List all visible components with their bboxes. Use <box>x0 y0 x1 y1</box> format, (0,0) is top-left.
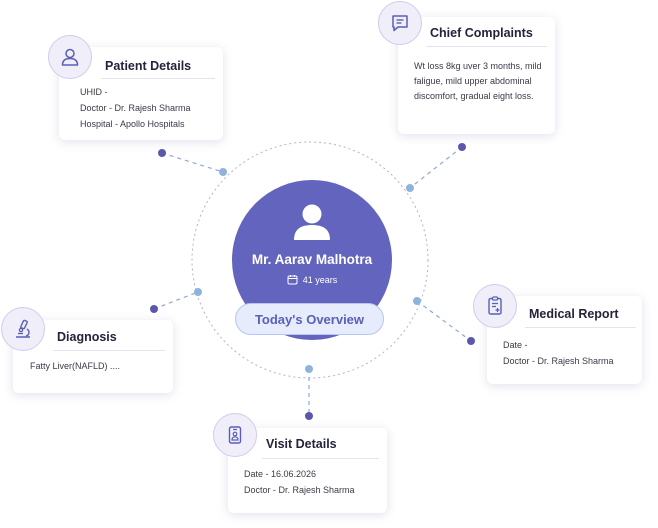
user-icon <box>61 48 79 66</box>
patient-details-icon-circle <box>48 35 92 79</box>
complaints-text: Wt loss 8kg uver 3 months, mild faligue,… <box>414 61 542 101</box>
card-title: Chief Complaints <box>430 26 533 40</box>
connector-dot-outer <box>150 305 158 313</box>
visit-date-line: Date - 16.06.2026 <box>244 469 317 479</box>
connector-report <box>416 300 472 342</box>
visit-details-card[interactable]: Visit Details Date - 16.06.2026 Doctor -… <box>228 428 387 513</box>
connector-dot-outer <box>158 149 166 157</box>
age-text: 41 years <box>302 274 338 285</box>
connector-dot-inner <box>305 365 313 373</box>
report-icon <box>488 296 502 315</box>
card-title: Visit Details <box>266 437 337 451</box>
calendar-icon <box>287 275 298 285</box>
card-divider <box>101 78 215 79</box>
connector-dot-inner <box>413 297 421 305</box>
card-title: Patient Details <box>105 59 192 73</box>
card-title: Medical Report <box>529 307 619 321</box>
medical-report-icon-circle <box>473 284 517 328</box>
connector-patient <box>161 152 224 173</box>
connector-dot-inner <box>406 184 414 192</box>
uhid-line: UHID - <box>80 87 108 97</box>
report-date-line: Date - <box>503 340 528 350</box>
card-body: Date - Doctor - Dr. Rajesh Sharma <box>503 337 614 369</box>
connector-diagnosis <box>153 291 199 310</box>
card-divider <box>426 46 547 47</box>
report-doctor-line: Doctor - Dr. Rajesh Sharma <box>503 356 614 366</box>
visit-doctor-line: Doctor - Dr. Rajesh Sharma <box>244 485 355 495</box>
doctor-line: Doctor - Dr. Rajesh Sharma <box>80 103 191 113</box>
card-body: Wt loss 8kg uver 3 months, mild faligue,… <box>414 59 551 104</box>
diagnosis-line: Fatty Liver(NAFLD) .... <box>30 361 121 371</box>
connector-dot-outer <box>458 143 466 151</box>
card-divider <box>53 350 165 351</box>
connector-dot-inner <box>219 168 227 176</box>
card-body: Date - 16.06.2026 Doctor - Dr. Rajesh Sh… <box>244 466 355 498</box>
card-body: UHID - Doctor - Dr. Rajesh Sharma Hospit… <box>80 84 191 132</box>
todays-overview-button[interactable]: Today's Overview <box>235 303 384 335</box>
patient-age: 41 years <box>232 274 392 285</box>
card-body: Fatty Liver(NAFLD) .... <box>30 358 120 374</box>
microscope-icon <box>16 319 30 338</box>
chat-icon <box>392 15 408 32</box>
connector-dot-inner <box>194 288 202 296</box>
user-avatar-icon <box>294 204 330 240</box>
chief-complaints-icon-circle <box>378 1 422 45</box>
hospital-line: Hospital - Apollo Hospitals <box>80 119 185 129</box>
connector-dot-outer <box>467 337 475 345</box>
badge-icon <box>228 426 242 444</box>
visit-details-icon-circle <box>213 413 257 457</box>
card-divider <box>262 458 379 459</box>
diagnosis-icon-circle <box>1 307 45 351</box>
connector-complaints <box>409 146 463 189</box>
connector-dot-outer <box>305 412 313 420</box>
patient-name: Mr. Aarav Malhotra <box>251 252 373 267</box>
card-title: Diagnosis <box>57 330 117 344</box>
chief-complaints-card[interactable]: Chief Complaints Wt loss 8kg uver 3 mont… <box>398 17 555 134</box>
card-divider <box>525 327 636 328</box>
